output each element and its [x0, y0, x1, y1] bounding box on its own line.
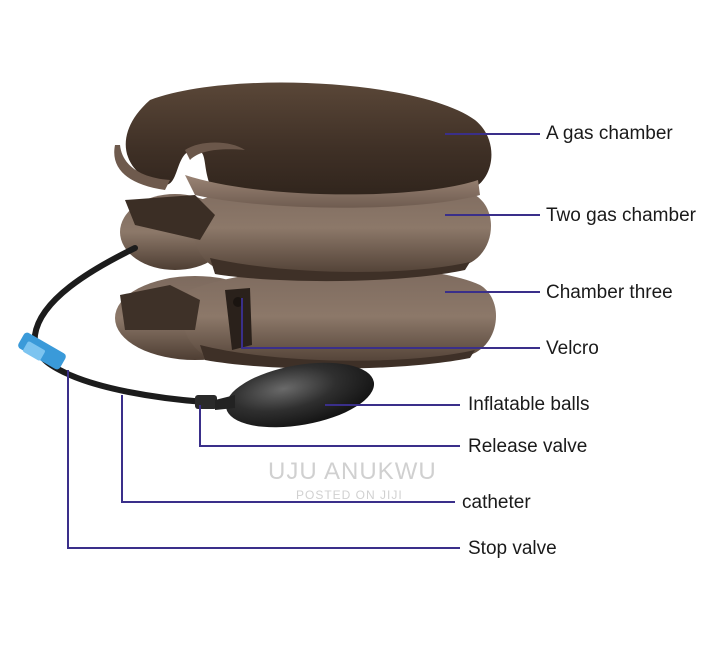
leader-velcro — [241, 298, 540, 349]
label-chamber-one: A gas chamber — [546, 123, 673, 144]
label-catheter: catheter — [462, 492, 531, 513]
label-release-valve: Release valve — [468, 436, 588, 457]
inflatable-ball-shape — [195, 362, 375, 428]
label-velcro: Velcro — [546, 338, 599, 359]
velcro-shape — [225, 288, 252, 350]
leader-catheter — [121, 395, 455, 503]
leader-stop-valve — [67, 370, 460, 549]
leader-release-valve — [199, 405, 460, 447]
stop-valve-shape — [18, 332, 66, 370]
label-chamber-three: Chamber three — [546, 282, 673, 303]
label-inflatable-balls: Inflatable balls — [468, 394, 590, 415]
label-chamber-two: Two gas chamber — [546, 205, 696, 226]
chamber-three-shape — [115, 266, 497, 369]
watermark-sub: POSTED ON JIJI — [296, 488, 403, 502]
chamber-one-shape — [114, 82, 492, 208]
watermark-name: UJU ANUKWU — [268, 458, 437, 485]
label-stop-valve: Stop valve — [468, 538, 557, 559]
leader-lines — [67, 133, 540, 549]
